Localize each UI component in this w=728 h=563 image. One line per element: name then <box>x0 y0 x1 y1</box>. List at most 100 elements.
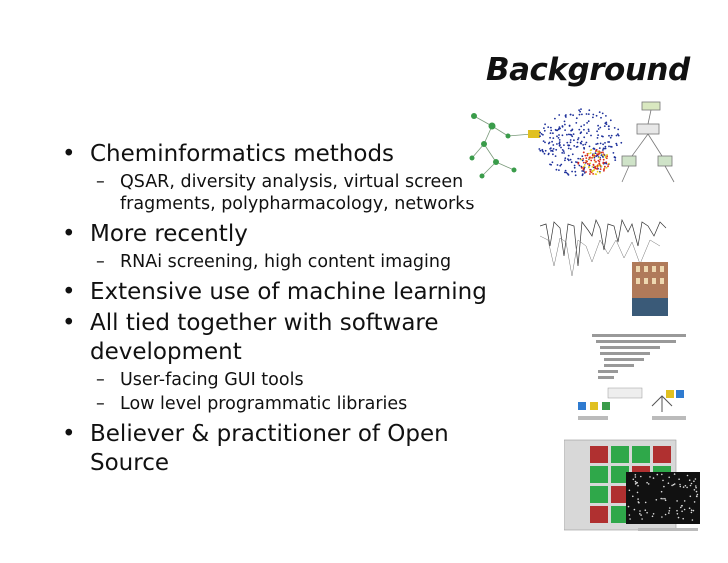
cell-dot <box>634 474 637 476</box>
scatter-point <box>577 138 579 141</box>
cell-dot <box>684 484 687 487</box>
cell-dot <box>651 515 654 518</box>
scatter-point <box>570 161 573 164</box>
scatter-point <box>599 171 601 174</box>
bullet-text: Believer & practitioner of Open Source <box>90 421 449 476</box>
scatter-point <box>565 171 568 174</box>
cell-dot <box>677 516 680 519</box>
scatter-point <box>597 124 599 127</box>
scatter-point <box>615 142 618 145</box>
scatter-point <box>592 173 594 175</box>
scatter-point <box>558 134 560 136</box>
cell-dot <box>672 483 675 486</box>
scatter-point <box>542 140 545 142</box>
scatter-point <box>602 151 604 154</box>
screening-trace <box>540 218 667 267</box>
scatter-point <box>583 146 585 149</box>
scatter-point <box>605 115 607 117</box>
scatter-point <box>594 152 597 155</box>
cell-dot <box>679 485 682 488</box>
scatter-point <box>587 130 590 132</box>
scatter-point <box>590 149 593 151</box>
scatter-point <box>552 132 554 135</box>
scatter-point <box>558 126 561 128</box>
scatter-point <box>589 162 592 165</box>
scatter-point <box>587 128 590 131</box>
scatter-point <box>604 155 607 157</box>
scatter-point <box>568 133 570 136</box>
scatter-point <box>577 137 580 139</box>
scatter-point <box>604 142 606 144</box>
cell-dot <box>668 507 671 509</box>
scatter-point <box>567 158 569 160</box>
scatter-point <box>581 113 583 116</box>
scatter-point <box>540 133 543 135</box>
scatter-point <box>595 143 598 145</box>
scatter-point <box>604 122 607 125</box>
scatter-point <box>550 129 553 132</box>
scatter-point <box>588 109 591 112</box>
cell-dot <box>692 509 695 512</box>
scatter-point <box>549 132 552 134</box>
scatter-point <box>581 159 584 162</box>
scatter-point <box>587 120 590 123</box>
scatter-point <box>596 130 598 133</box>
scatter-point <box>617 128 620 131</box>
scatter-point <box>539 149 542 152</box>
scatter-point <box>597 153 600 156</box>
scatter-point <box>573 166 576 169</box>
scatter-point <box>575 161 577 163</box>
cell-dot <box>628 489 631 492</box>
scatter-point <box>580 142 582 145</box>
scatter-point <box>598 162 601 165</box>
cell-dot <box>640 514 642 516</box>
scatter-point <box>603 168 605 171</box>
scatter-point <box>558 139 561 141</box>
scatter-point <box>558 142 561 145</box>
cell-dot <box>695 486 697 489</box>
scatter-point <box>599 158 602 161</box>
cell-dot <box>663 485 665 488</box>
scatter-point <box>538 148 541 150</box>
scatter-point <box>564 171 566 174</box>
scatter-point <box>593 155 596 157</box>
scatter-point <box>560 146 562 149</box>
scatter-point <box>569 158 572 161</box>
scatter-point <box>620 141 623 144</box>
cell-dot <box>662 479 664 482</box>
bullet-text: More recently <box>90 221 248 247</box>
scatter-point <box>571 135 574 138</box>
scatter-point <box>587 152 590 155</box>
bullet-text: Cheminformatics methods <box>90 141 395 167</box>
scatter-point <box>596 137 599 139</box>
scatter-point <box>566 133 568 136</box>
cell-dot <box>656 473 659 476</box>
cell-dot <box>664 513 667 516</box>
cell-dot <box>652 477 655 479</box>
cell-dot <box>639 513 641 515</box>
scatter-point <box>580 140 583 143</box>
scatter-point <box>578 128 581 131</box>
scatter-point <box>585 113 588 115</box>
scatter-point <box>561 152 564 154</box>
cell-dot <box>681 510 683 513</box>
scatter-point <box>583 124 585 126</box>
scatter-point <box>580 158 583 161</box>
scatter-point <box>605 166 608 169</box>
scatter-point <box>577 157 580 160</box>
scatter-point <box>577 161 580 164</box>
scatter-point <box>544 149 547 152</box>
scatter-point <box>596 170 599 173</box>
scatter-point <box>562 150 565 152</box>
scatter-point <box>586 163 589 165</box>
scatter-point <box>539 131 541 134</box>
cell-dot <box>655 499 658 501</box>
cell-dot <box>689 495 692 498</box>
scatter-point <box>550 147 552 149</box>
cell-dot <box>679 483 681 486</box>
scatter-point <box>557 137 560 139</box>
scatter-point <box>588 166 590 169</box>
scatter-point <box>543 127 545 129</box>
scatter-point <box>598 152 600 155</box>
scatter-point <box>599 126 602 129</box>
